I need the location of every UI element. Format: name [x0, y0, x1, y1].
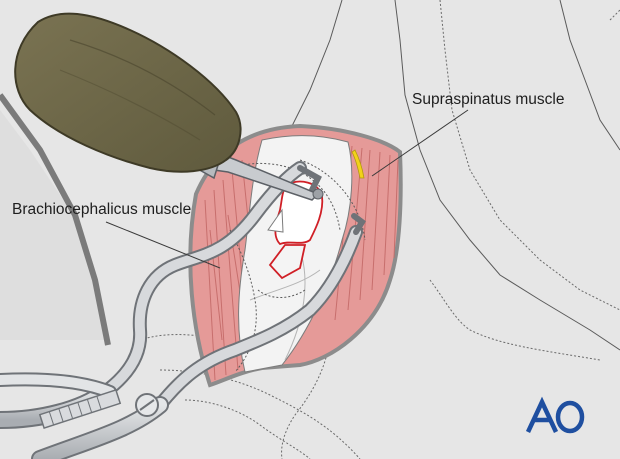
supraspinatus-muscle-label: Supraspinatus muscle	[412, 91, 565, 108]
bur-drill	[14, 12, 324, 201]
brachiocephalicus-muscle-label: Brachiocephalicus muscle	[12, 201, 192, 218]
brachiocephalicus-leader-line	[105, 221, 221, 269]
ao-logo	[525, 396, 585, 434]
supraspinatus-leader-line	[371, 109, 469, 177]
retractor	[0, 161, 366, 459]
